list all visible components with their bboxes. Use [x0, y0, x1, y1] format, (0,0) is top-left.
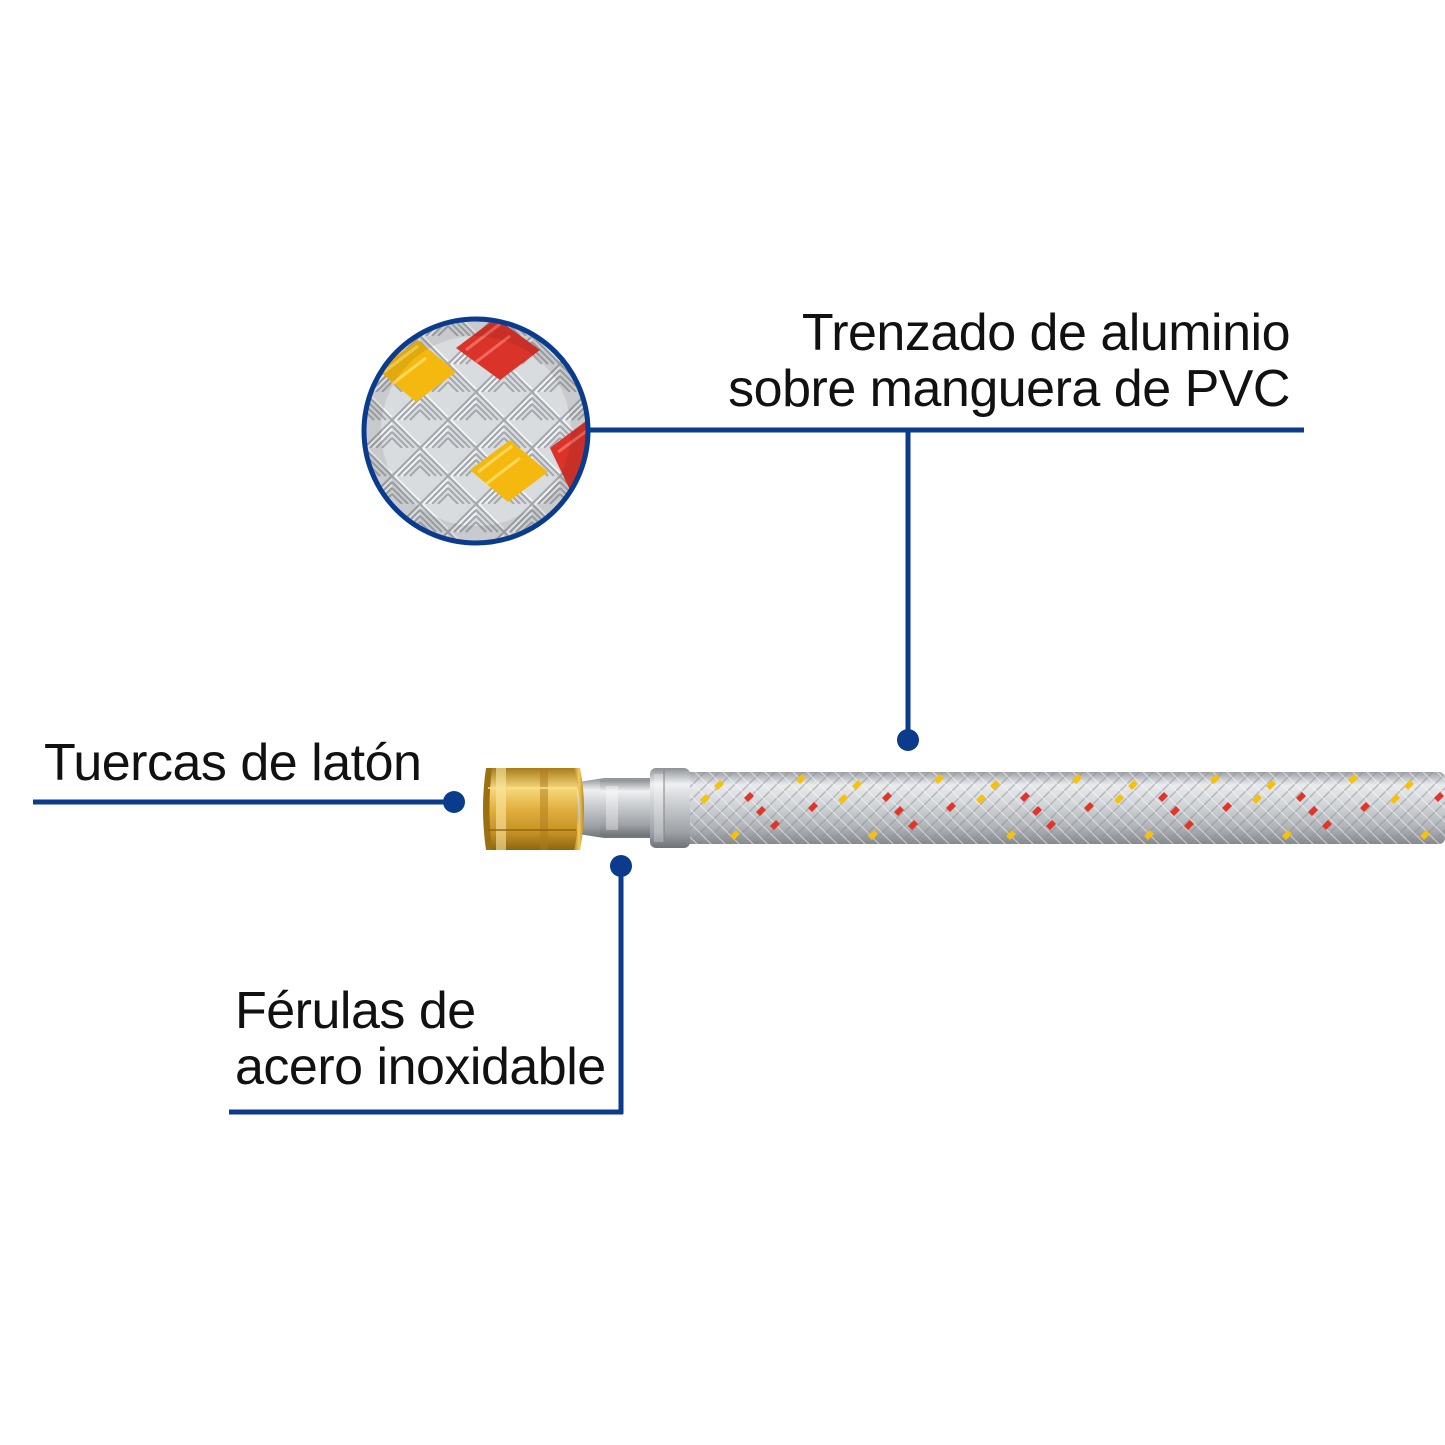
braid-color-marks [700, 774, 1444, 840]
braid-color-mark [1128, 780, 1138, 790]
braid-color-mark [1282, 830, 1292, 840]
braid-color-mark [1144, 830, 1154, 840]
callout-ferrules-line1: Férulas de [235, 982, 476, 1040]
braid-color-mark [1434, 792, 1444, 802]
braid-color-mark [714, 780, 724, 790]
braid-color-mark [744, 792, 754, 802]
braid-color-mark [1308, 806, 1318, 816]
braid-color-mark [1158, 792, 1168, 802]
braid-color-mark [1210, 774, 1220, 784]
braid-color-mark [1322, 820, 1332, 830]
braid-color-mark [796, 774, 806, 784]
hose-product [483, 768, 1445, 850]
braid-color-mark [976, 794, 986, 804]
braid-color-mark [990, 780, 1000, 790]
braid-color-mark [1252, 794, 1262, 804]
braid-color-mark [852, 780, 862, 790]
braid-color-mark [946, 802, 956, 812]
braid-color-mark [1072, 774, 1082, 784]
braid-color-mark [808, 802, 818, 812]
callout-braid-label: Trenzado de aluminio sobre manguera de P… [728, 305, 1290, 417]
braid-color-mark [934, 774, 944, 784]
callout-ferrules-dot [610, 855, 632, 877]
braid-color-mark [1020, 792, 1030, 802]
callout-nuts-text: Tuercas de latón [44, 734, 422, 792]
braid-color-mark [1360, 802, 1370, 812]
braid-color-mark [1296, 792, 1306, 802]
callout-braid-line1: Trenzado de aluminio [801, 304, 1291, 362]
braid-color-mark [1032, 806, 1042, 816]
braid-color-mark [700, 794, 710, 804]
braid-color-mark [1006, 830, 1016, 840]
callout-braid-dot [897, 729, 919, 751]
braid-detail-zoom [361, 316, 591, 546]
braid-color-mark [730, 830, 740, 840]
braid-color-mark [838, 794, 848, 804]
braid-color-mark [894, 806, 904, 816]
braid-color-mark [882, 792, 892, 802]
braid-color-mark [1404, 780, 1414, 790]
callout-nuts-dot [443, 791, 465, 813]
callout-braid-line2: sobre manguera de PVC [728, 360, 1290, 418]
callout-braid-connector [588, 427, 1304, 740]
yellow-strand [378, 340, 548, 502]
stainless-ferrule [578, 778, 650, 838]
braid-color-mark [1266, 780, 1276, 790]
braid-color-mark [1222, 802, 1232, 812]
braid-color-mark [770, 820, 780, 830]
braid-color-mark [1348, 774, 1358, 784]
braid-color-mark [1046, 820, 1056, 830]
red-strand [456, 321, 586, 490]
braid-color-mark [1390, 794, 1400, 804]
braid-color-mark [1420, 830, 1430, 840]
braid-color-mark [1184, 820, 1194, 830]
braid-color-mark [756, 806, 766, 816]
brass-nut [483, 768, 584, 850]
callout-nuts-label: Tuercas de latón [44, 734, 422, 792]
braid-color-mark [868, 830, 878, 840]
callout-ferrules-label: Férulas de acero inoxidable [235, 983, 606, 1095]
braid-color-mark [1170, 806, 1180, 816]
braided-hose [682, 772, 1445, 844]
braid-color-mark [1114, 794, 1124, 804]
callout-ferrules-line2: acero inoxidable [235, 1038, 606, 1096]
braid-color-mark [1084, 802, 1094, 812]
braid-color-mark [908, 820, 918, 830]
hose-crimp-sleeve [650, 768, 690, 848]
callout-ferrules-connector [229, 866, 624, 1115]
